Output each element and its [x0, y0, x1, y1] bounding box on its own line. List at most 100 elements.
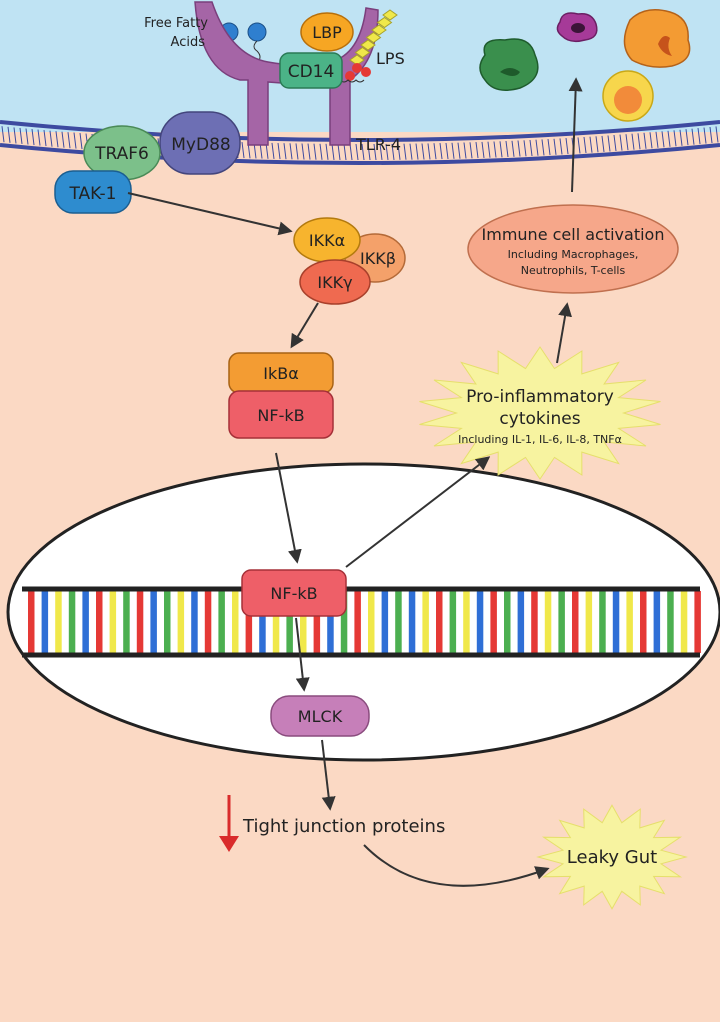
dna-base-pair	[259, 591, 266, 653]
tight-junction-group: Tight junction proteins	[219, 795, 445, 852]
ikk-alpha-protein: IKKα	[293, 217, 361, 263]
immune-title: Immune cell activation	[482, 225, 665, 244]
tight-junction-label: Tight junction proteins	[242, 816, 445, 837]
dna-base-pair	[354, 591, 361, 653]
traf6-protein: TRAF6	[83, 125, 161, 181]
ikba-label: IkBα	[263, 364, 299, 383]
lps-molecule	[339, 9, 398, 83]
dna-base-pair	[340, 591, 348, 653]
cytokines-title-line1: Pro-inflammatory	[466, 387, 614, 407]
arrow-tight-junction-to-leaky-gut	[363, 844, 550, 887]
dna-base-pair	[96, 591, 103, 653]
dna-base-pair	[123, 591, 130, 653]
dna-base-pair	[544, 591, 552, 653]
nfkb-nucleus-label: NF-kB	[270, 584, 317, 603]
cd14-label: CD14	[288, 62, 335, 82]
ikk-gamma-protein: IKKγ	[299, 259, 371, 305]
dna-base-pair	[286, 591, 293, 653]
dna-base-pair	[626, 591, 633, 653]
ikk-complex: IKKβ IKKα IKKγ	[293, 217, 406, 305]
dna-base-pair	[313, 591, 321, 653]
immune-activation-node: Immune cell activation Including Macroph…	[467, 204, 679, 294]
ikk-gamma-label: IKKγ	[317, 273, 352, 292]
pathway-arrows	[127, 77, 583, 887]
dna-base-pair	[245, 591, 253, 653]
dna-base-pair	[232, 591, 239, 653]
free-fatty-acids-label-line2: Acids	[171, 35, 206, 50]
free-fatty-acids-label-line1: Free Fatty	[144, 16, 208, 31]
dna-base-pair	[381, 591, 389, 653]
dna-base-pair	[41, 591, 49, 653]
cd14-protein: CD14	[279, 52, 343, 89]
cytokines-detail: Including IL-1, IL-6, IL-8, TNFα	[458, 433, 622, 446]
dna-base-pair	[558, 591, 565, 653]
lps-label: LPS	[376, 49, 405, 68]
immune-detail-line1: Including Macrophages,	[508, 248, 639, 261]
arrow-immune-to-cells	[568, 77, 583, 193]
cytokines-title-line2: cytokines	[499, 409, 580, 429]
dna-base-pair	[436, 591, 443, 653]
nfkb-cytoplasm-label: NF-kB	[257, 406, 304, 425]
mlck-label: MLCK	[298, 707, 343, 726]
dna-base-pair	[463, 591, 470, 653]
ikk-beta-label: IKKβ	[360, 249, 396, 268]
dna-base-pair	[395, 591, 402, 653]
lbp-label: LBP	[312, 23, 342, 42]
dna-base-pair	[136, 591, 144, 653]
dendritic-cell-icon	[623, 9, 691, 68]
leaky-gut-label: Leaky Gut	[567, 847, 657, 868]
dna-base-pair	[408, 591, 416, 653]
dna-base-pair	[150, 591, 157, 653]
dna-base-pair	[599, 591, 606, 653]
nfkb-cytoplasm-protein: NF-kB	[228, 390, 334, 439]
arrow-nfkb-to-cytokines	[345, 456, 491, 568]
dna-base-pair	[490, 591, 497, 653]
dna-base-pair	[667, 591, 674, 653]
dna-base-pair	[504, 591, 511, 653]
lbp-protein: LBP	[300, 12, 354, 52]
dna-base-pair	[82, 591, 89, 653]
dna-base-pair	[68, 591, 76, 653]
macrophage-cell-icon	[479, 38, 539, 91]
dna-base-pair	[327, 591, 334, 653]
myd88-protein: MyD88	[159, 111, 241, 175]
cytokines-burst: Pro-inflammatory cytokines Including IL-…	[419, 346, 661, 480]
dna-base-pair	[368, 591, 375, 653]
dna-base-pair	[585, 591, 593, 653]
tak1-label: TAK-1	[68, 184, 116, 204]
dna-base-pair	[449, 591, 457, 653]
immune-cells-group	[479, 9, 691, 122]
dna-base-pair	[109, 591, 117, 653]
dna-base-pair	[28, 591, 35, 653]
dna-strand	[22, 586, 701, 658]
traf6-label: TRAF6	[94, 144, 149, 164]
arrow-tak1-to-ikk	[127, 192, 293, 236]
t-cell-icon	[602, 70, 654, 122]
myd88-label: MyD88	[171, 135, 230, 155]
nucleus	[6, 462, 720, 762]
dna-base-pair	[531, 591, 538, 653]
ikba-protein: IkBα	[228, 352, 334, 394]
dna-base-pair	[204, 591, 212, 653]
dna-base-pair	[640, 591, 647, 653]
ikk-alpha-label: IKKα	[309, 231, 345, 250]
dna-base-pair	[517, 591, 525, 653]
dna-base-pair	[300, 591, 307, 653]
arrow-nfkb-to-mlck	[295, 617, 310, 692]
dna-base-pair	[218, 591, 225, 653]
arrow-ikk-to-ikba	[290, 302, 319, 349]
arrow-nfkb-to-nucleus	[275, 452, 302, 564]
immune-detail-line2: Neutrophils, T-cells	[521, 264, 626, 277]
tlr4-label: TLR-4	[355, 135, 401, 154]
arrow-cytokines-to-immune	[556, 302, 572, 364]
dna-base-pair	[694, 591, 701, 653]
tak1-protein: TAK-1	[54, 170, 132, 214]
dna-base-pair	[164, 591, 171, 653]
dna-base-pair	[55, 591, 62, 653]
dna-base-pair	[572, 591, 579, 653]
dna-base-pair	[177, 591, 185, 653]
leaky-gut-burst: Leaky Gut	[536, 804, 688, 910]
dna-base-pair	[191, 591, 198, 653]
